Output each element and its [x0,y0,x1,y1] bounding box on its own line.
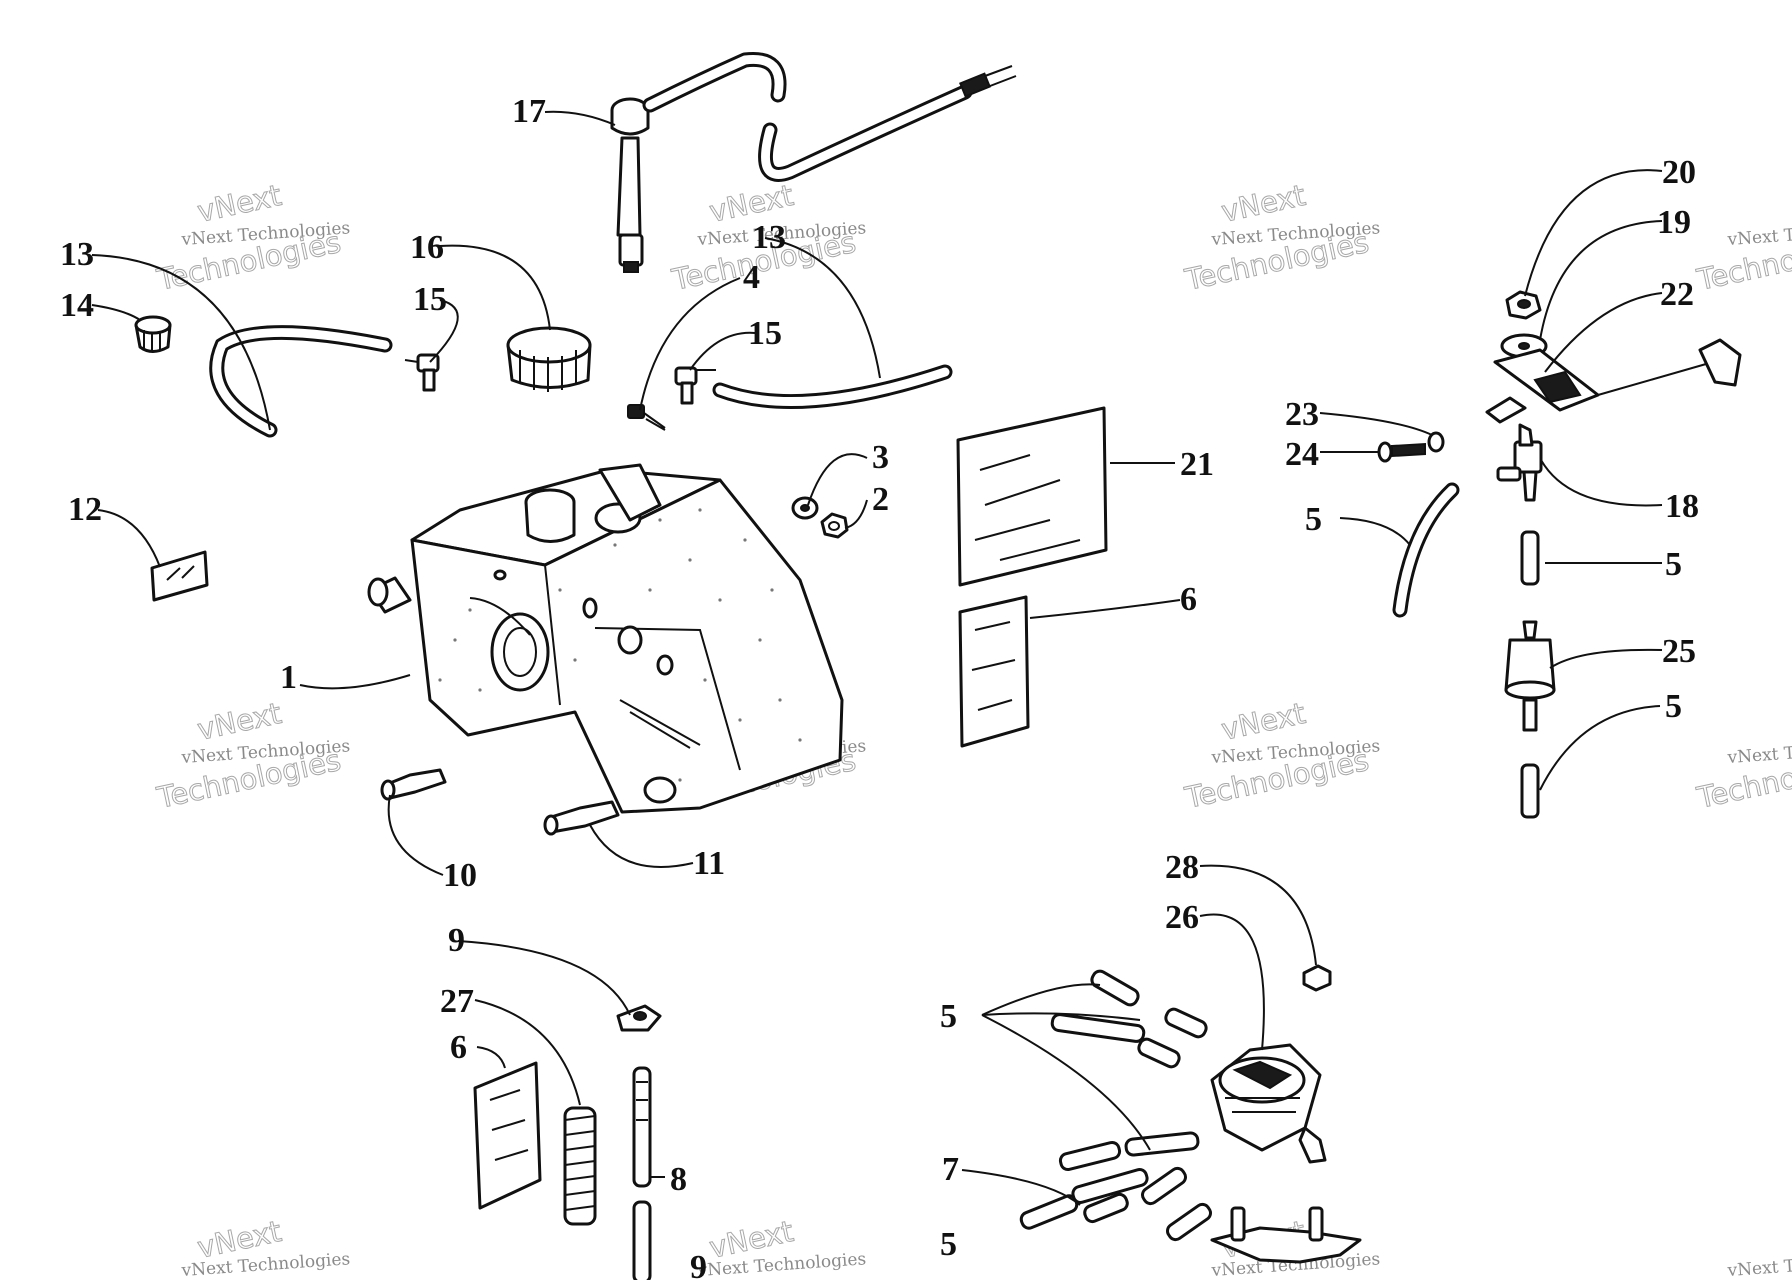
callout-13-right: 13 [752,219,786,256]
callout-23: 23 [1285,396,1319,433]
part-6-pad-lower [473,1061,542,1210]
part-16-filler-cap [506,326,592,392]
part-21-pad [956,406,1108,587]
callout-20: 20 [1662,154,1696,191]
svg-text:vNext: vNext [194,696,284,747]
part-12-decal [150,550,209,602]
callout-5-pump-hoses: 5 [940,998,957,1035]
part-13-hose-left [209,325,393,438]
svg-text:vNext: vNext [1218,696,1308,747]
callout-13-left: 13 [60,236,94,273]
part-3-washer [791,496,819,520]
watermark-ml: vNext vNext Technologies Technologies [153,695,351,815]
part-7-hose [1071,1167,1149,1205]
watermark-edge-r: vNext Technologies Technologies vNext Te… [1693,218,1792,1280]
part-18-tee-valve [1485,396,1543,502]
callout-2: 2 [872,481,889,518]
callout-15-right: 15 [748,315,782,352]
svg-text:vNext: vNext [1218,178,1308,229]
part-26-fuel-pump [1210,1043,1327,1164]
callout-17: 17 [512,93,546,130]
callout-1: 1 [280,659,297,696]
callout-9-grommet: 9 [448,922,465,959]
tank-texture [438,508,802,782]
callout-25: 25 [1662,633,1696,670]
callout-26: 26 [1165,899,1199,936]
part-10-fitting [380,768,447,801]
callout-24: 24 [1285,436,1319,473]
svg-text:vNext Technologies: vNext Technologies [1726,1249,1792,1280]
callout-19: 19 [1657,204,1691,241]
watermark-tc: vNext vNext Technologies Technologies [668,177,867,297]
part-2-nut [820,512,849,539]
callout-4: 4 [743,259,760,296]
callout-14: 14 [60,287,94,324]
callout-22: 22 [1660,276,1694,313]
callout-8: 8 [670,1161,687,1198]
watermark-mr: vNext vNext Technologies Technologies [1181,695,1381,815]
callout-6-upper: 6 [1180,581,1197,618]
callout-5-tube-upper: 5 [1665,546,1682,583]
callout-6-lower: 6 [450,1029,467,1066]
part-22-bracket [1493,338,1742,412]
callout-5-tube-lower: 5 [1665,688,1682,725]
part-27-spring [563,1106,597,1226]
part-17-level-sender [610,51,1017,273]
callout-11: 11 [693,845,725,882]
callout-12: 12 [68,491,102,528]
oil-tank [367,463,844,814]
callout-5-bottom: 5 [940,1226,957,1263]
watermark-bc: vNext vNext Technologies [696,1213,867,1280]
callout-16: 16 [410,229,444,266]
watermark-tr: vNext vNext Technologies Technologies [1181,177,1381,297]
part-14-cap [134,315,172,353]
part-28-nut [1302,964,1332,992]
part-25-filter [1504,620,1556,732]
part-23-washer [1427,431,1445,453]
part-24-screw [1377,441,1426,463]
part-5-tube-upper [1520,530,1540,586]
svg-text:vNext: vNext [194,178,284,229]
callout-21: 21 [1180,446,1214,483]
watermark-bl: vNext vNext Technologies [180,1213,351,1280]
leader-lines [91,110,1663,1206]
part-15-elbow-right [674,366,716,405]
callout-7: 7 [942,1151,959,1188]
part-9-grommet [616,1004,662,1032]
callout-5-hose: 5 [1305,501,1322,538]
callout-28: 28 [1165,849,1199,886]
callout-3: 3 [872,439,889,476]
callout-15-left: 15 [413,281,447,318]
part-9-tube-lower [632,1200,652,1280]
part-5-pump-hoses [1019,969,1212,1242]
part-15-elbow-left [404,353,440,392]
part-11-fitting [543,800,620,836]
pump-mount-plate [1210,1206,1362,1264]
part-5-hose-short [1392,482,1460,618]
callout-9-bottom: 9 [690,1249,707,1280]
callout-27: 27 [440,983,474,1020]
part-8-tube [632,1066,652,1188]
callout-10: 10 [443,857,477,894]
part-13-hose-right [712,364,953,410]
part-5-tube-lower [1520,763,1540,819]
part-6-pad-upper [958,595,1030,748]
part-4-bolt [627,404,666,431]
callout-18: 18 [1665,488,1699,525]
callout-labels: 1 2 3 4 5 5 5 5 5 6 6 7 8 9 9 10 11 12 1… [60,93,1699,1280]
part-20-nut [1505,290,1542,320]
